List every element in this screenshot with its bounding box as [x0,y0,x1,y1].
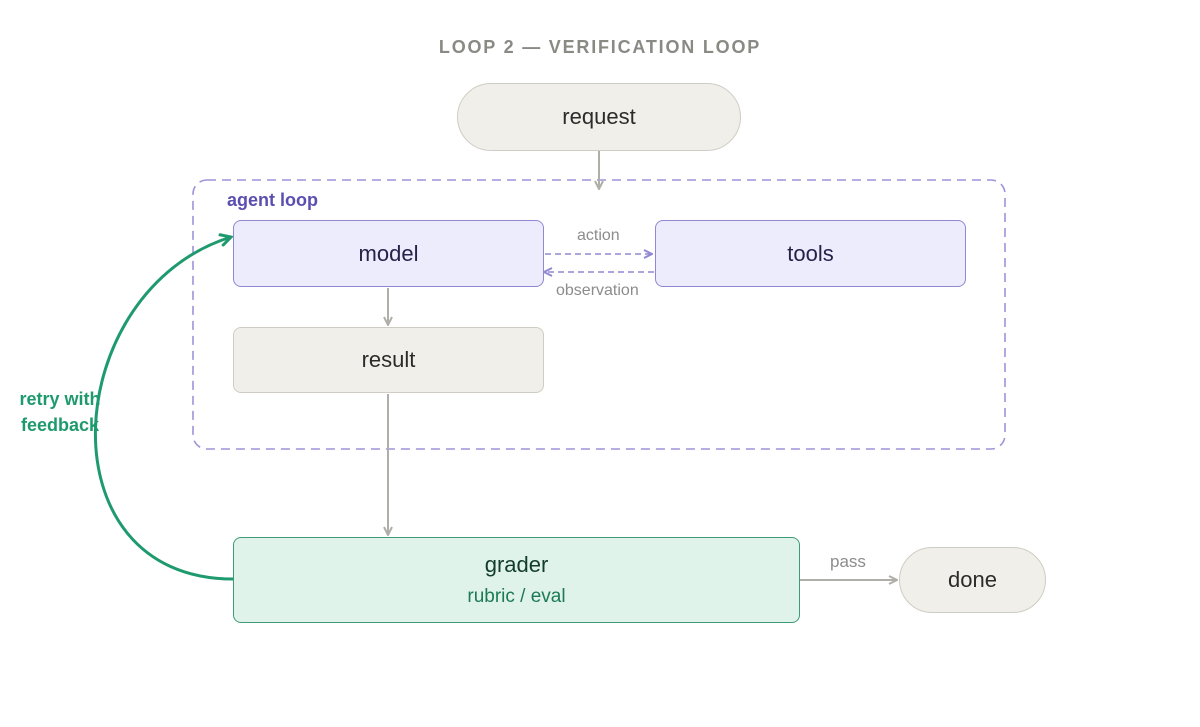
node-result: result [233,327,544,393]
node-grader-sublabel: rubric / eval [467,586,566,607]
node-done-label: done [948,567,997,592]
node-result-label: result [361,347,416,372]
node-tools: tools [655,220,966,287]
edge-label-observation: observation [556,282,639,299]
node-model: model [233,220,544,287]
node-request: request [457,83,741,151]
edge-retry [94,237,233,581]
edge-label-pass: pass [830,552,866,571]
node-tools-label: tools [787,240,834,266]
node-done: done [899,547,1046,613]
node-grader-label: grader [484,552,549,577]
node-model-label: model [358,240,419,266]
node-grader: grader rubric / eval [233,537,800,623]
agent-loop-label: agent loop [227,190,318,210]
diagram-title: LOOP 2 — VERIFICATION LOOP [438,37,762,57]
node-request-label: request [562,104,636,129]
edge-label-action: action [577,227,620,244]
edge-label-retry: retry with feedback [19,389,101,435]
